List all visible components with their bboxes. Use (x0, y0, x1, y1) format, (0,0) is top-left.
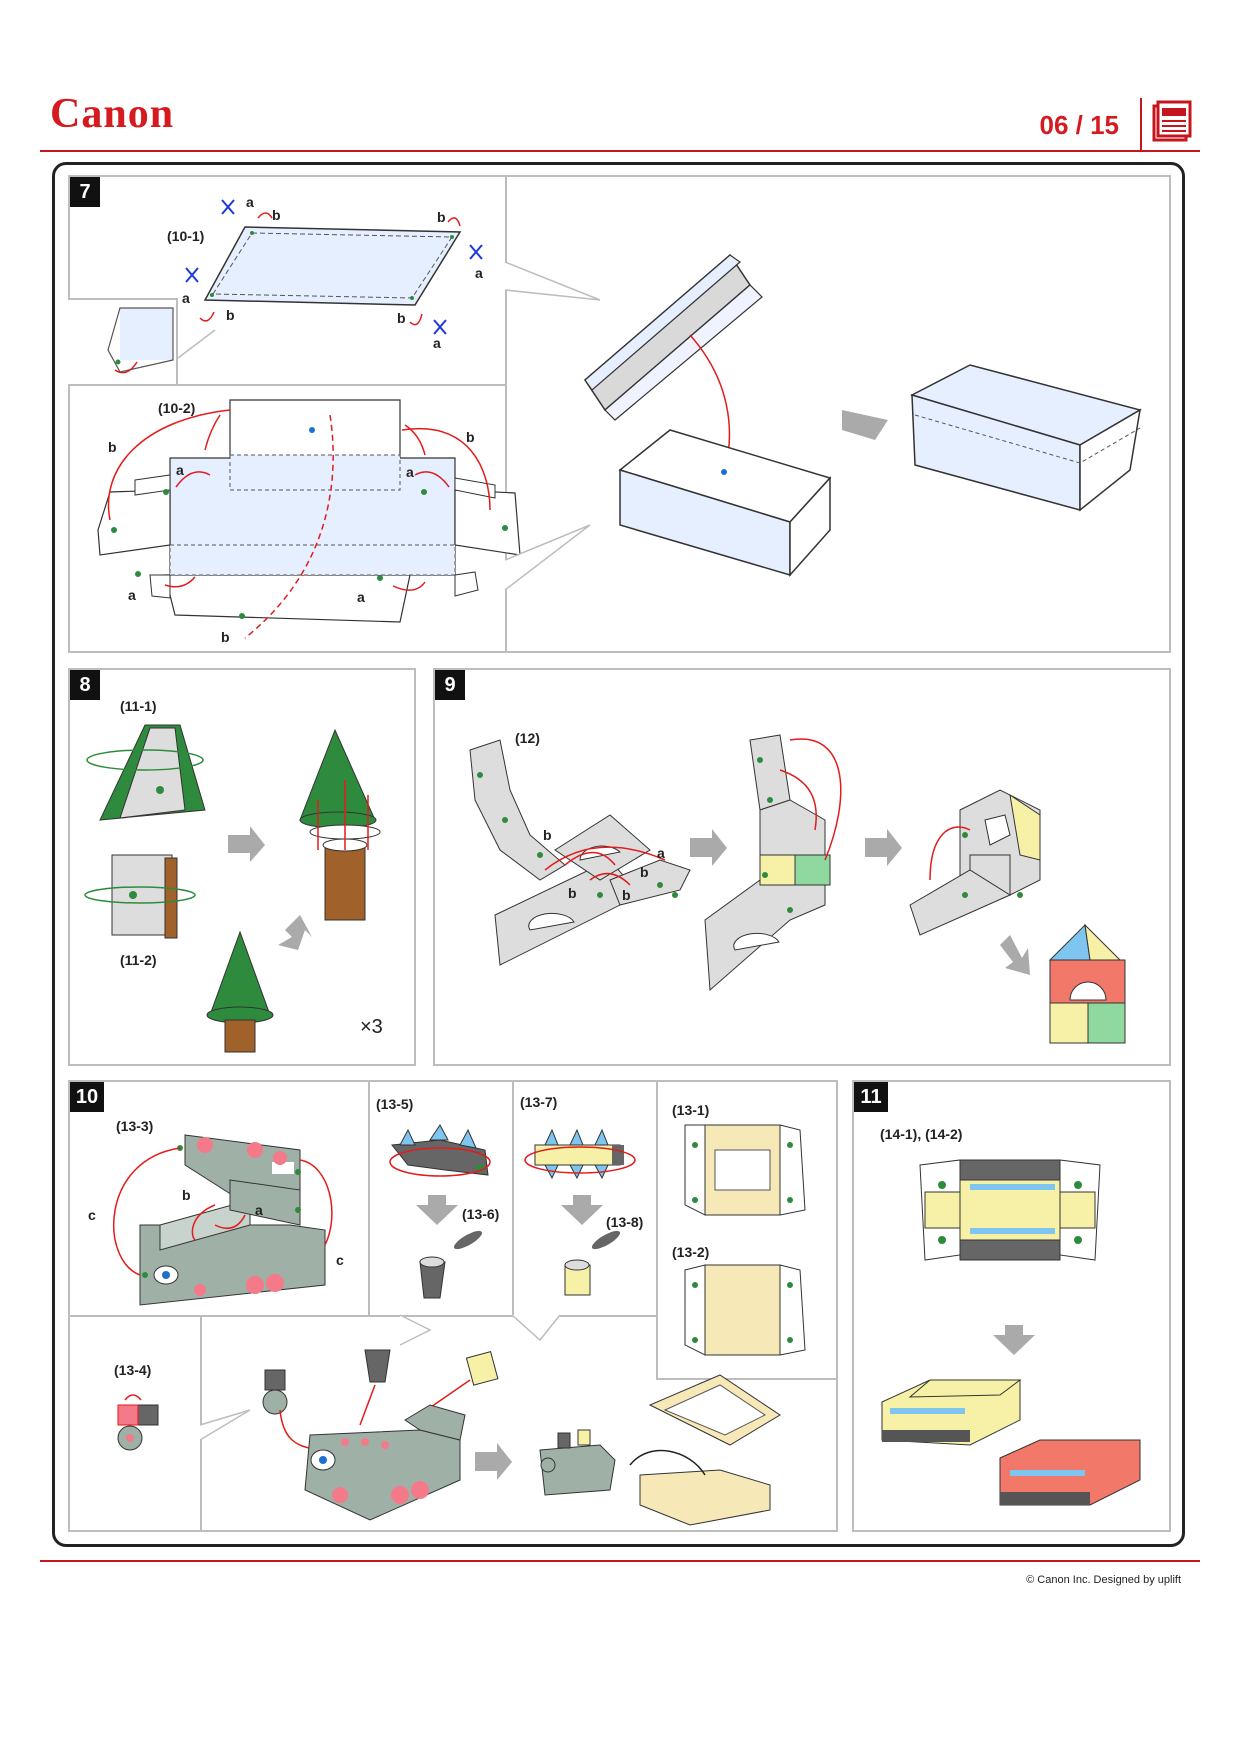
svg-text:a: a (475, 265, 483, 281)
label-13-2: (13-2) (672, 1244, 710, 1260)
step-8-number: 8 (70, 670, 100, 700)
label-14: (14-1), (14-2) (880, 1126, 963, 1142)
label-13-3: (13-3) (116, 1118, 154, 1134)
svg-text:b: b (108, 439, 117, 455)
svg-text:a: a (176, 462, 184, 478)
multiplier: ×3 (360, 1016, 383, 1038)
label-13-8: (13-8) (606, 1214, 644, 1230)
label-13-1: (13-1) (672, 1102, 710, 1118)
svg-text:b: b (622, 887, 631, 903)
step-10-divider-v2 (512, 1080, 514, 1316)
page-number: 06 / 15 (1039, 110, 1119, 140)
svg-text:b: b (182, 1187, 191, 1203)
label-11-1: (11-1) (120, 698, 157, 714)
step-10-divider-v1 (368, 1080, 370, 1316)
copyright: © Canon Inc. Designed by uplift (1026, 1574, 1181, 1586)
header-divider (1140, 98, 1142, 150)
step-11-number: 11 (854, 1082, 888, 1112)
step-9-number: 9 (435, 670, 465, 700)
footer-rule (40, 1560, 1200, 1562)
step-10-divider-v4 (200, 1315, 202, 1532)
svg-text:b: b (437, 209, 446, 225)
svg-text:b: b (466, 429, 475, 445)
step-10-number: 10 (70, 1082, 104, 1112)
svg-text:b: b (226, 307, 235, 323)
svg-text:b: b (640, 864, 649, 880)
svg-text:a: a (128, 587, 136, 603)
svg-text:a: a (255, 1202, 263, 1218)
instructions-frame (52, 162, 1185, 1547)
document-icon[interactable] (1150, 100, 1194, 144)
label-13-4: (13-4) (114, 1362, 152, 1378)
svg-text:a: a (357, 589, 365, 605)
step-8-diagrams (84, 724, 381, 1053)
label-13-7: (13-7) (520, 1094, 558, 1110)
step-7-number: 7 (70, 177, 100, 207)
label-10-2: (10-2) (158, 400, 196, 416)
step-10-divider-v3 (656, 1080, 658, 1380)
svg-text:b: b (272, 207, 281, 223)
svg-text:b: b (397, 310, 406, 326)
svg-text:a: a (657, 845, 665, 861)
label-13-5: (13-5) (376, 1096, 414, 1112)
svg-text:b: b (221, 629, 230, 645)
step-7-diagrams: a b b a a b b a b a b a a a b (97, 194, 1142, 645)
svg-text:a: a (433, 335, 441, 351)
svg-text:a: a (406, 464, 414, 480)
step-10-divider-h (68, 1315, 658, 1317)
svg-text:a: a (182, 290, 190, 306)
svg-text:b: b (568, 885, 577, 901)
svg-text:c: c (336, 1252, 344, 1268)
label-11-2: (11-2) (120, 952, 157, 968)
step-11-diagrams (881, 1159, 1141, 1506)
step-9-diagrams: b a b b b (469, 734, 1126, 1044)
step-7-divider-v (505, 175, 507, 653)
canon-logo: Canon (50, 91, 175, 137)
label-10-1: (10-1) (167, 228, 205, 244)
svg-text:c: c (88, 1207, 96, 1223)
header-rule (40, 150, 1200, 152)
step-10-divider-h2 (656, 1378, 838, 1380)
svg-text:b: b (543, 827, 552, 843)
label-12: (12) (515, 730, 540, 746)
step-10-diagrams: c b a c (88, 1124, 806, 1526)
letter-a: a (246, 194, 254, 210)
step-7-divider-h (68, 384, 505, 386)
label-13-6: (13-6) (462, 1206, 500, 1222)
